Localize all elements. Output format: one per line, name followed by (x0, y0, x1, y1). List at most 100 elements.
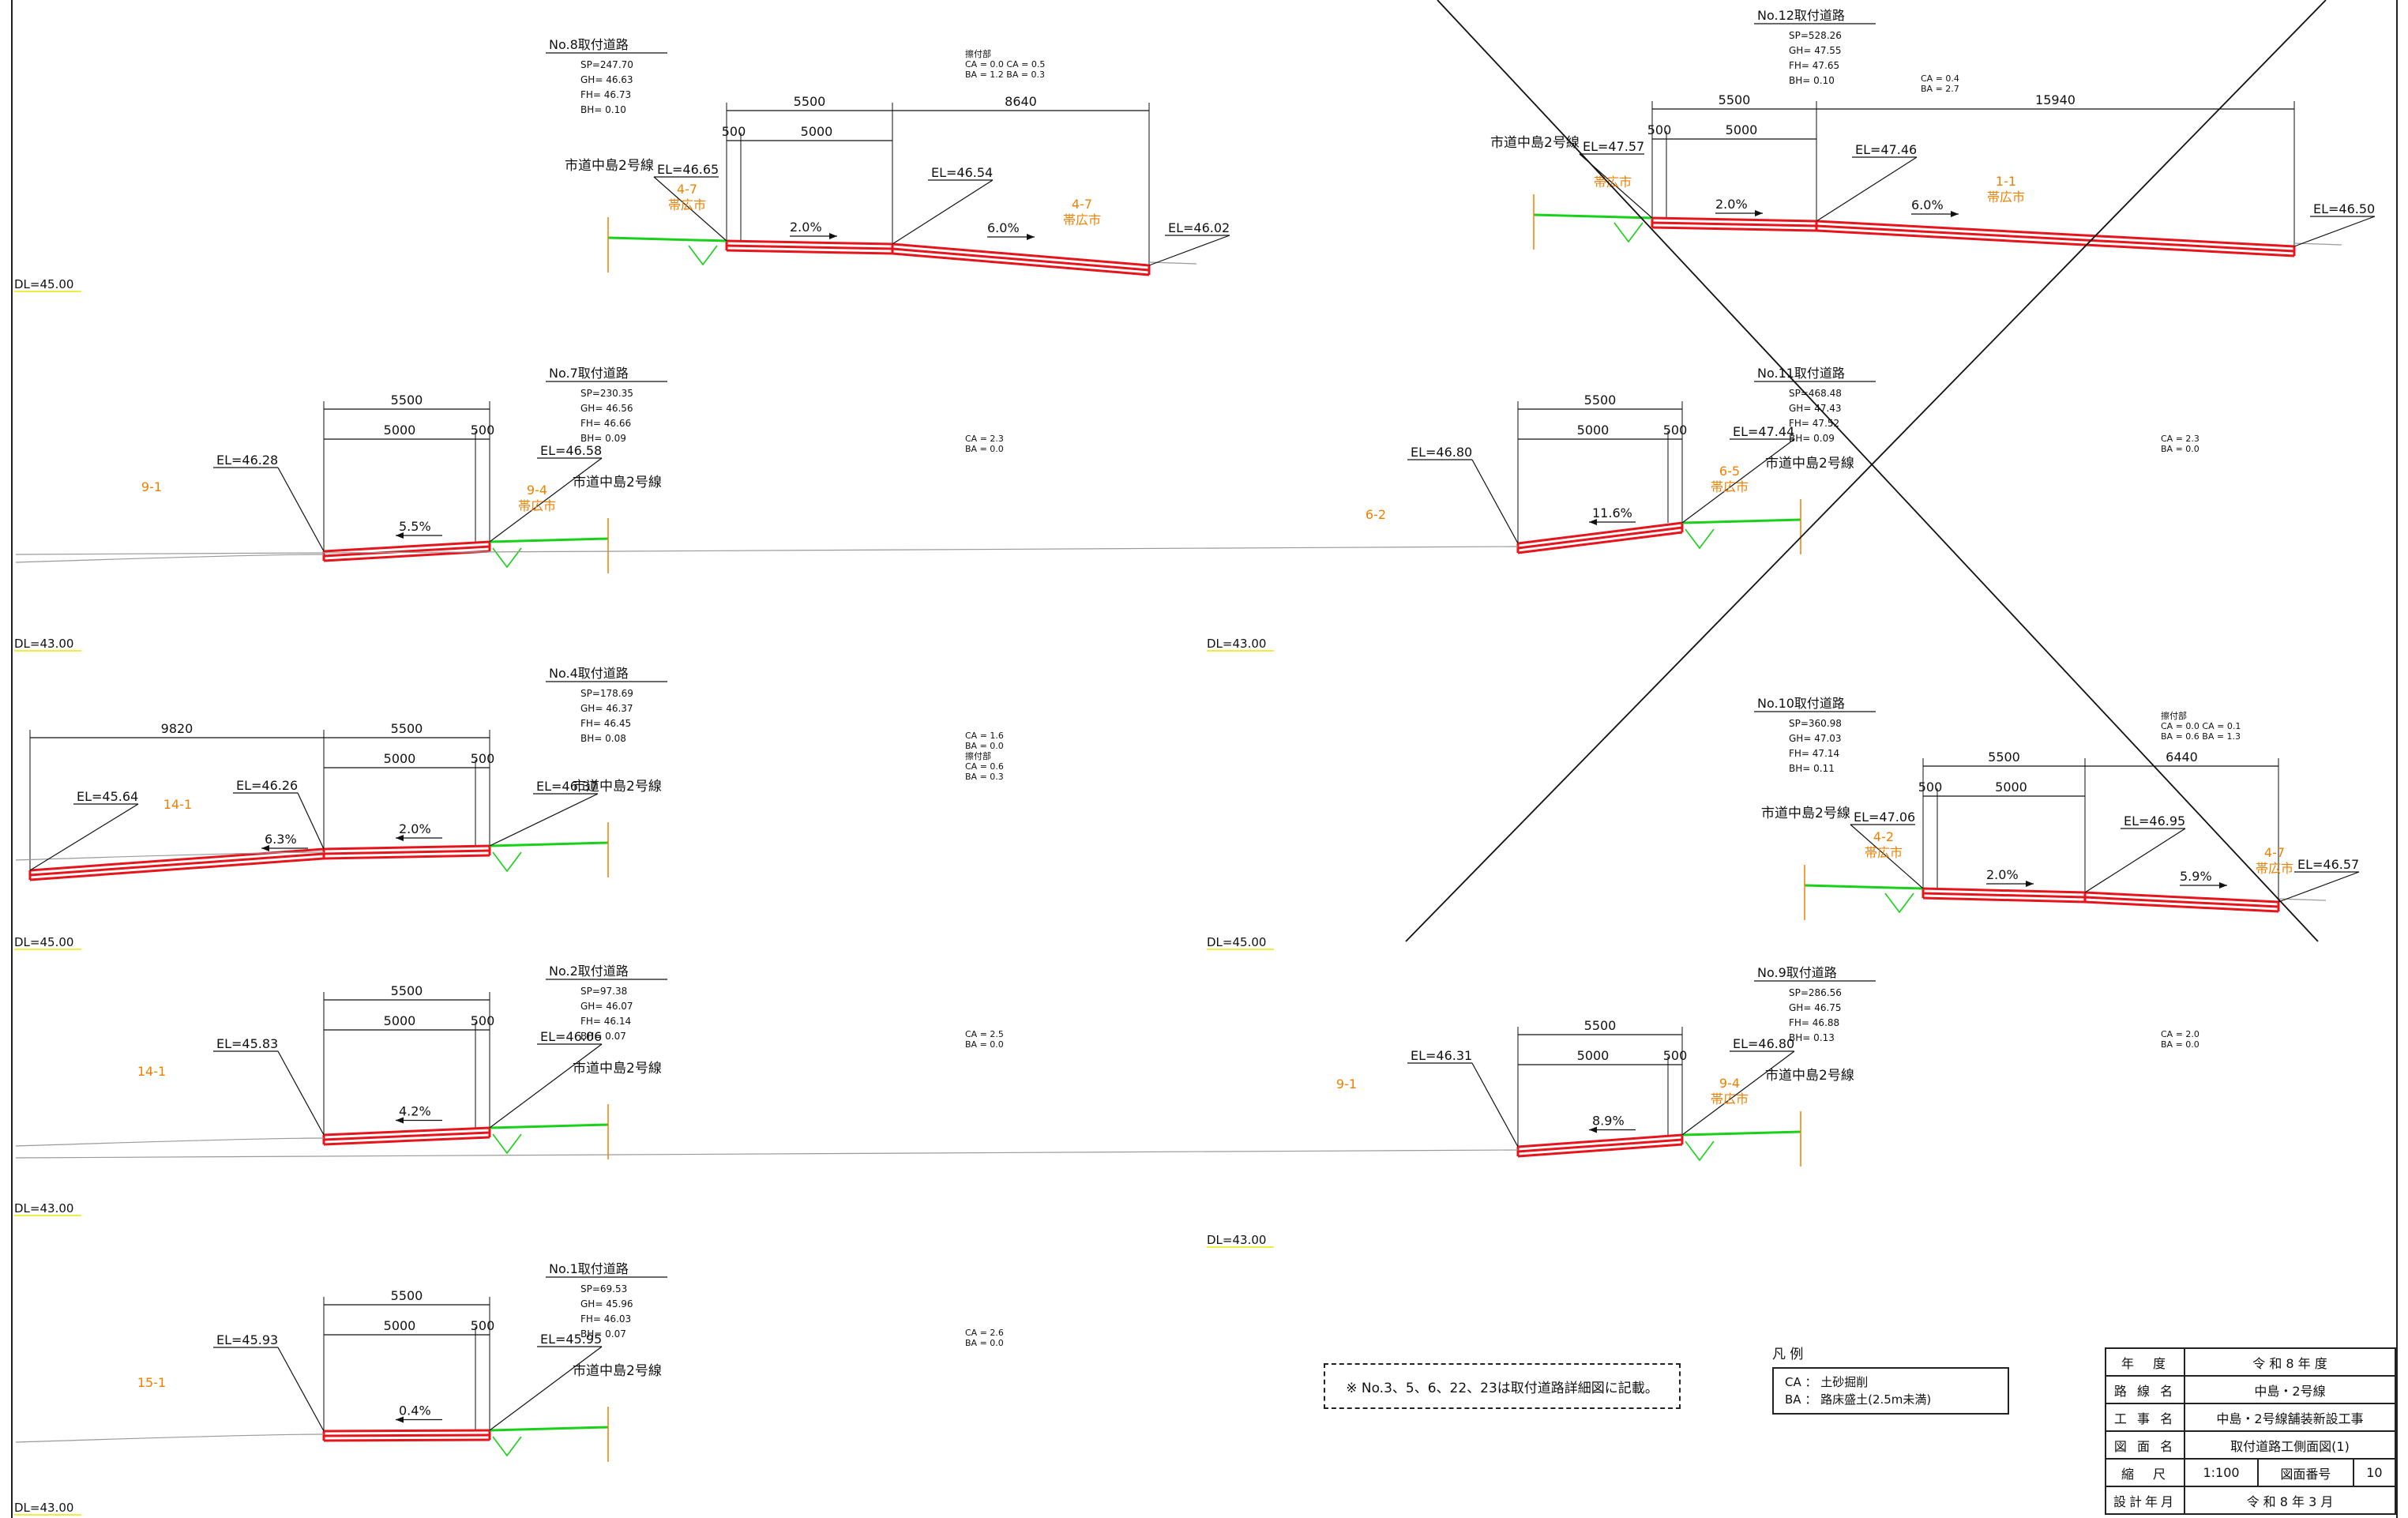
existing-road-line (1681, 518, 1801, 524)
slope-main-text: 2.0% (399, 821, 431, 836)
datum-text: DL=43.00 (14, 1501, 73, 1515)
road-name: 市道中島2号線 (573, 475, 662, 490)
header-data-1: GH= 46.75 (1789, 1002, 1842, 1013)
pavement-main-layer-0 (323, 540, 490, 553)
sheet-border-left (11, 0, 13, 1518)
header-data-0: SP=247.70 (580, 59, 633, 70)
existing-road-ditch (492, 1133, 522, 1155)
slope-main-arrowhead (1589, 1126, 1597, 1133)
header-title: No.8取付道路 (549, 37, 629, 52)
datum-text: DL=43.00 (1207, 1233, 1266, 1247)
road-name: 市道中島2号線 (565, 158, 654, 174)
area-left-line-0: 14-1 (163, 797, 192, 812)
slope-approach-arrowhead (1027, 234, 1035, 240)
slope-main-arrowhead (396, 1117, 404, 1124)
dim-bottom-main-label: 5000 (1577, 423, 1610, 438)
existing-road-line (1533, 213, 1653, 220)
header-data-3: BH= 0.13 (1789, 1032, 1835, 1043)
pavement-approach-layer-2 (2084, 900, 2279, 913)
pavement-main-layer-1 (323, 1433, 490, 1437)
slope-approach-text: 6.0% (987, 220, 1020, 235)
pavement-main-layer-0 (323, 1126, 490, 1137)
el-end-text: EL=46.58 (540, 443, 602, 458)
pavement-main-layer-2 (1517, 1143, 1683, 1158)
dim-bottom-edge-label: 500 (471, 751, 495, 766)
road-name: 市道中島2号線 (573, 1363, 662, 1379)
pavement-approach-layer-2 (1816, 229, 2295, 257)
area-right-line-1: 帯広市 (1711, 479, 1749, 494)
existing-road-line (489, 537, 609, 543)
el-start-text: EL=46.80 (1411, 445, 1472, 460)
el-end-text: EL=46.50 (2313, 201, 2375, 216)
el-end-leader (489, 1346, 603, 1431)
header-data-1: GH= 46.56 (580, 403, 633, 414)
ground-line (15, 554, 325, 563)
el-end-leader (489, 1043, 603, 1129)
route-label: 路 線 名 (2105, 1375, 2185, 1404)
dim-top-main-label: 5500 (794, 94, 826, 109)
el-end-leader (1681, 438, 1795, 524)
el-mid-leader (892, 179, 994, 245)
header-data-1: GH= 47.55 (1789, 45, 1842, 56)
pavement-main-layer-0 (323, 1429, 490, 1433)
datum-text: DL=43.00 (14, 637, 73, 651)
header-title: No.11取付道路 (1757, 366, 1845, 381)
quantity-2: BA = 0.0 (965, 1039, 1004, 1050)
area-right-line-0: 6-5 (1719, 464, 1740, 479)
slope-main-arrowhead (829, 233, 837, 239)
datum-text: DL=45.00 (1207, 935, 1266, 949)
existing-road-ditch (492, 1436, 522, 1457)
header-data-3: BH= 0.09 (1789, 433, 1835, 444)
quantity-1: CA = 2.5 (965, 1029, 1004, 1039)
slope-main-arrowhead (396, 1416, 404, 1423)
ground-line (15, 1433, 325, 1443)
dim-bottom-main-label: 5000 (384, 423, 416, 438)
header-data-3: BH= 0.11 (1789, 763, 1835, 774)
el-start-text: EL=47.06 (1854, 810, 1915, 825)
quantity-2: BA = 1.2 BA = 0.3 (965, 70, 1045, 80)
legend-item-ba: BA ： 路床盛土(2.5m未満) (1785, 1392, 1932, 1407)
quantity-1: CA = 2.3 (2161, 434, 2200, 444)
pavement-main-layer-1 (323, 1131, 490, 1141)
road-name: 市道中島2号線 (1761, 806, 1850, 821)
header-data-2: FH= 46.66 (580, 418, 631, 429)
pavement-approach-layer-1 (1816, 224, 2295, 253)
sheet-no-label: 図面番号 (2257, 1458, 2354, 1487)
existing-road-ditch (1685, 1140, 1715, 1162)
dim-bottom-edge-label: 500 (722, 124, 746, 139)
slope-main-text: 11.6% (1592, 505, 1632, 520)
ground-line (15, 546, 1519, 555)
pavement-approach-layer-0 (1816, 220, 2295, 248)
area-right-line-1: 帯広市 (1711, 1092, 1749, 1107)
slope-approach-text: 6.0% (1911, 197, 1944, 212)
pavement-approach-layer-0 (2084, 891, 2279, 904)
header-data-0: SP=69.53 (580, 1283, 627, 1294)
quantity-1: CA = 0.0 CA = 0.1 (2161, 721, 2241, 731)
quantity-1: CA = 1.6 (965, 731, 1004, 741)
area-right-line-0: 1-1 (1996, 174, 2016, 189)
dim-bottom-main-label: 5000 (1995, 780, 2027, 795)
slope-main-arrowhead (1589, 519, 1597, 525)
area-left-line-0: 4-2 (1873, 829, 1894, 844)
area-left-line-0: 9-1 (1336, 1077, 1357, 1092)
ground-line (15, 1149, 1519, 1159)
area-left-line-0: 9-1 (141, 479, 162, 494)
quantity-1: CA = 0.0 CA = 0.5 (965, 59, 1045, 70)
slope-approach-arrowhead (1951, 211, 1959, 217)
header-title: No.10取付道路 (1757, 696, 1845, 711)
el-start-text: EL=47.57 (1583, 139, 1644, 154)
existing-road-ditch (1613, 222, 1644, 243)
header-data-1: GH= 47.43 (1789, 403, 1842, 414)
pavement-main-layer-2 (1651, 226, 1817, 232)
el-end-text: EL=46.06 (540, 1029, 602, 1044)
dim-top-approach-label: 15940 (2035, 92, 2076, 107)
datum-text: DL=45.00 (14, 277, 73, 291)
el-start-leader (1471, 459, 1519, 544)
slope-main-arrowhead (396, 835, 404, 841)
dim-top-main-label: 5500 (1988, 750, 2020, 765)
header-data-2: FH= 46.88 (1789, 1017, 1839, 1028)
el-start-text: EL=45.83 (216, 1036, 278, 1051)
